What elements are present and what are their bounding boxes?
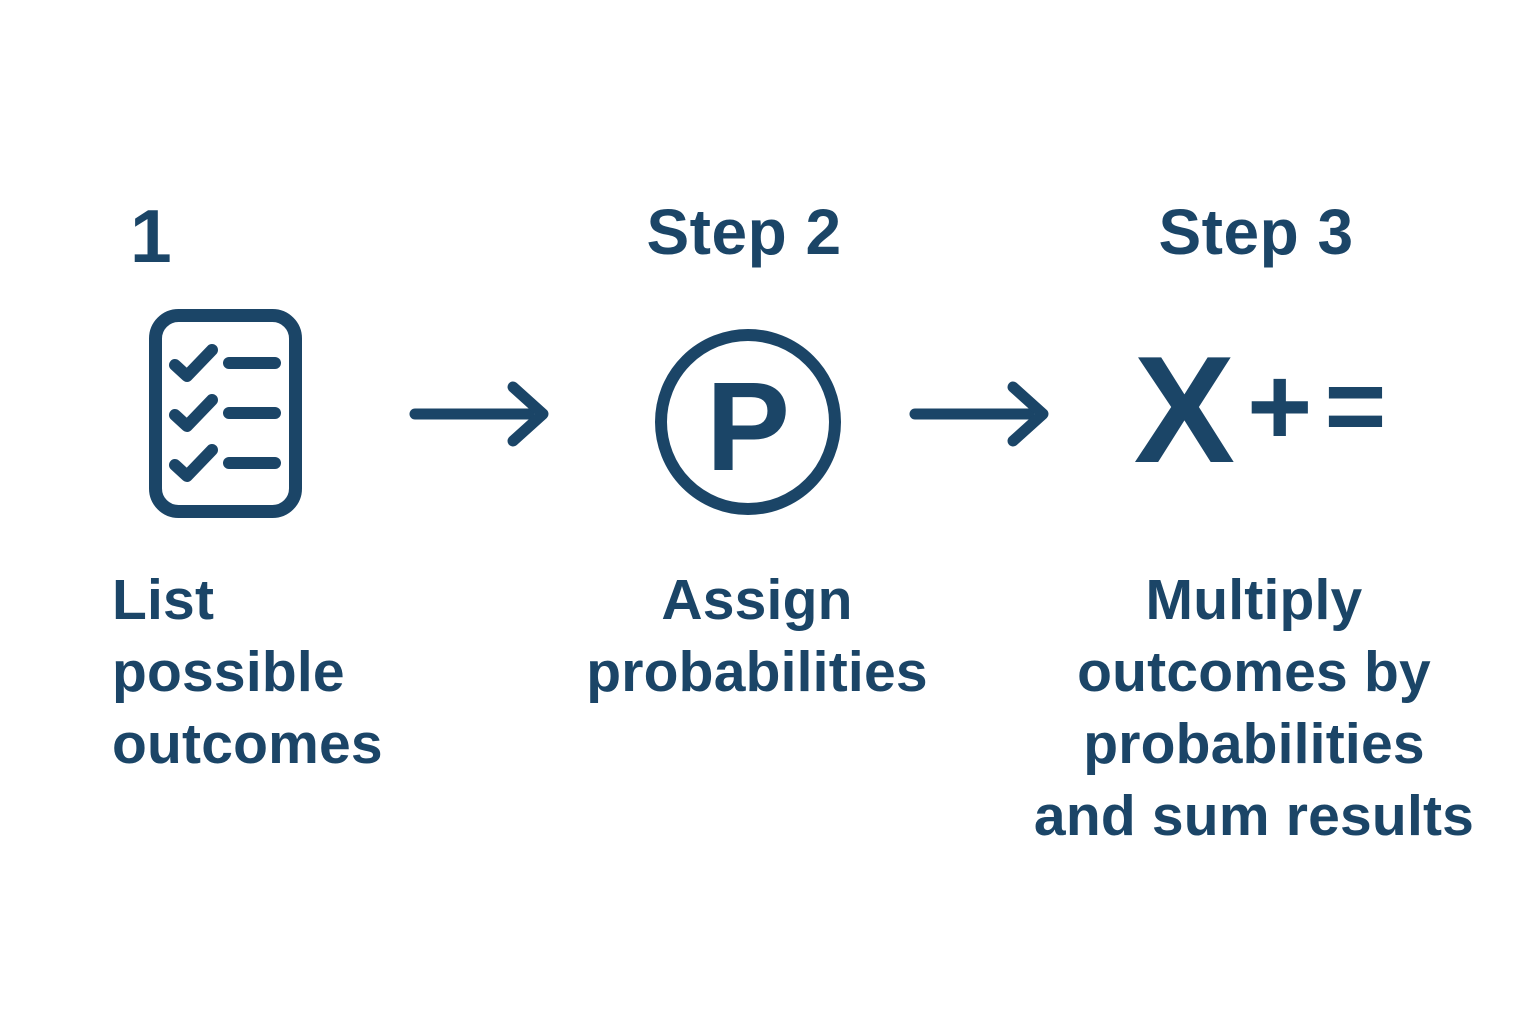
caption-line: probabilities (586, 640, 928, 704)
plus-symbol: + (1247, 344, 1313, 469)
step-3-caption: Multiply outcomes by probabilities and s… (1034, 564, 1474, 852)
checklist-icon (148, 308, 303, 519)
probability-circle-icon: P (654, 328, 842, 516)
multiply-symbol: X (1133, 325, 1236, 495)
caption-line: Multiply (1145, 568, 1363, 632)
caption-line: probabilities (1083, 712, 1425, 776)
equals-symbol: = (1324, 347, 1387, 465)
right-arrow-icon (405, 369, 555, 459)
step-1-heading: 1 (130, 194, 173, 278)
step-3-heading: Step 3 (1158, 196, 1354, 268)
math-operators-icon: X + = (1133, 325, 1387, 495)
step-2-heading: Step 2 (646, 196, 842, 268)
caption-line: possible (112, 640, 345, 704)
caption-line: Assign (661, 568, 853, 632)
step-1-caption: List possible outcomes (112, 564, 383, 780)
right-arrow-icon (905, 369, 1055, 459)
caption-line: and sum results (1033, 784, 1475, 848)
step-2-caption: Assign probabilities (586, 564, 927, 708)
caption-line: outcomes (112, 712, 383, 776)
caption-line: List (112, 568, 215, 632)
caption-line: outcomes by (1077, 640, 1431, 704)
probability-letter: P (705, 356, 791, 497)
